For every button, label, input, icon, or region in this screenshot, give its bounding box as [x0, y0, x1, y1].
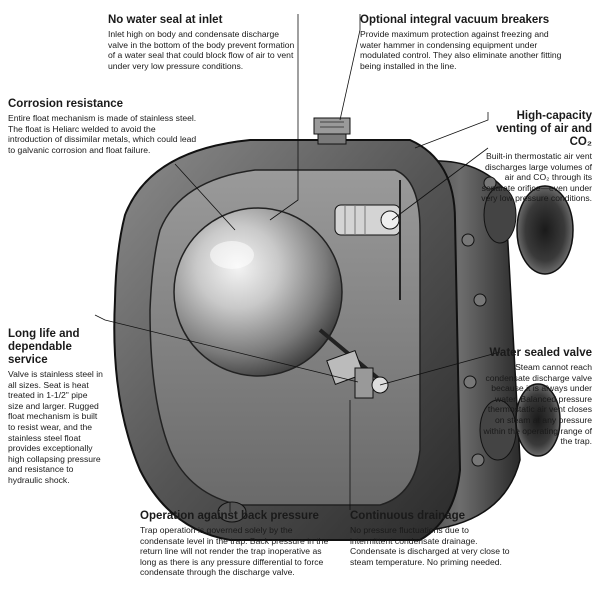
callout-body: Trap operation is governed solely by the…: [140, 525, 329, 578]
callout-water-sealed-valve: Water sealed valve Steam cannot reach co…: [478, 347, 592, 447]
callout-title-line2: dependable service: [8, 341, 72, 366]
inlet-port: [515, 185, 574, 457]
callout-title: Continuous drainage: [350, 510, 465, 522]
callout-title: Operation against back pressure: [140, 510, 319, 522]
callout-title: Corrosion resistance: [8, 98, 124, 110]
callout-vacuum-breakers: Optional integral vacuum breakers Provid…: [360, 14, 565, 71]
callout-body: Steam cannot reach condensate discharge …: [483, 362, 592, 447]
callout-long-life: Long life and dependable service Valve i…: [8, 328, 104, 486]
callout-no-water-seal: No water seal at inlet Inlet high on bod…: [108, 14, 298, 71]
callout-body: No pressure fluctuations due to intermit…: [350, 525, 510, 567]
callout-title: No water seal at inlet: [108, 14, 223, 26]
vacuum-breaker-fitting: [313, 117, 351, 145]
float-lever-mechanism: [318, 328, 389, 399]
callout-body: Valve is stainless steel in all sizes. S…: [8, 369, 103, 485]
callout-title-line1: Long life and: [8, 328, 80, 340]
callout-back-pressure: Operation against back pressure Trap ope…: [140, 510, 330, 578]
callout-continuous-drainage: Continuous drainage No pressure fluctuat…: [350, 510, 510, 567]
callout-leader-lines: [94, 14, 501, 512]
callout-title: Water sealed valve: [489, 347, 593, 359]
callout-body: Entire float mechanism is made of stainl…: [8, 113, 197, 155]
float-ball: [173, 207, 343, 377]
callout-title-line2: venting of air and CO₂: [496, 123, 592, 148]
callout-title-line1: High-capacity: [516, 110, 592, 122]
callout-title: Optional integral vacuum breakers: [360, 14, 550, 26]
callout-corrosion-resistance: Corrosion resistance Entire float mechan…: [8, 98, 198, 155]
callout-high-capacity-venting: High-capacity venting of air and CO₂ Bui…: [478, 110, 592, 204]
thermostatic-air-vent: [334, 180, 401, 300]
callout-body: Inlet high on body and condensate discha…: [108, 29, 295, 71]
callout-body: Built-in thermostatic air vent discharge…: [481, 151, 592, 204]
callout-body: Provide maximum protection against freez…: [360, 29, 562, 71]
